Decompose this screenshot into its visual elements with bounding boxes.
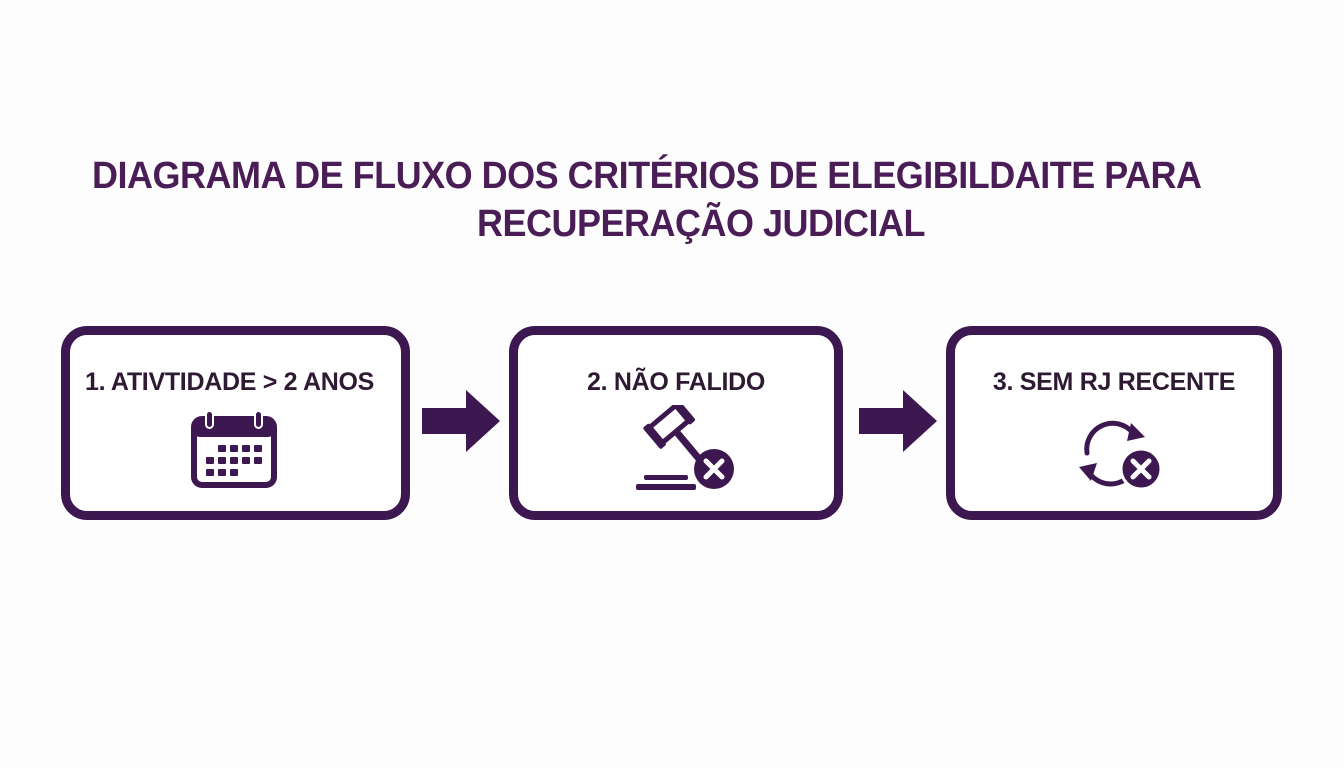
step-box-nao-falido: 2. NÃO FALIDO — [509, 326, 843, 520]
gavel-x-icon — [636, 405, 734, 490]
diagram-title-line-1: DIAGRAMA DE FLUXO DOS CRITÉRIOS DE ELEGI… — [92, 153, 1202, 197]
diagram-title-line-2: RECUPERAÇÃO JUDICIAL — [477, 201, 926, 245]
cycle-x-icon — [1079, 420, 1163, 491]
arrow-right-icon — [859, 390, 937, 452]
step-label-sem-rj-recente: 3. SEM RJ RECENTE — [992, 368, 1236, 396]
step-label-nao-falido: 2. NÃO FALIDO — [586, 368, 766, 396]
step-box-sem-rj-recente: 3. SEM RJ RECENTE — [946, 326, 1282, 520]
step-label-atividade: 1. ATIVTIDADE > 2 ANOS — [84, 368, 375, 396]
calendar-icon — [191, 410, 277, 488]
arrow-right-icon — [422, 390, 500, 452]
step-box-atividade: 1. ATIVTIDADE > 2 ANOS — [61, 326, 410, 520]
